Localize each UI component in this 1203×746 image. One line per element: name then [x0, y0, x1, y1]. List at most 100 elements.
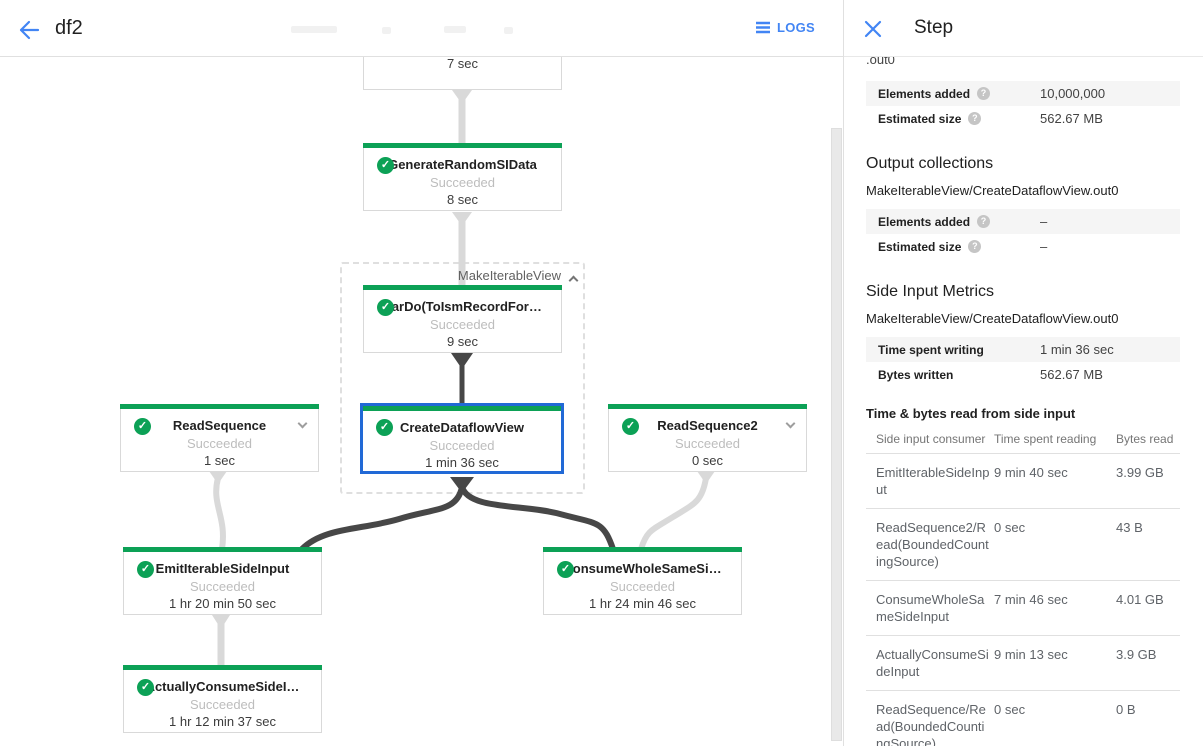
table-header-row: Side input consumer Time spent reading B… [866, 424, 1180, 454]
panel-title: Step [914, 17, 954, 38]
graph-node-emititerablesideinput[interactable]: ✓ EmitIterableSideInput Succeeded 1 hr 2… [123, 547, 322, 615]
side-input-table: Side input consumer Time spent reading B… [866, 424, 1180, 746]
success-check-icon: ✓ [377, 157, 394, 174]
column-header: Time spent reading [994, 424, 1116, 454]
metric-row: Elements added? 10,000,000 [866, 81, 1180, 106]
metric-value: – [1040, 239, 1048, 254]
metric-row: Estimated size? 562.67 MB [878, 111, 1103, 126]
close-icon[interactable] [864, 20, 882, 38]
redacted-text-blur [291, 26, 337, 33]
metric-row: Elements added? – [866, 209, 1180, 234]
help-icon[interactable]: ? [977, 87, 991, 100]
redacted-text-blur [504, 27, 513, 34]
node-status-bar [608, 404, 807, 409]
back-arrow-icon[interactable] [18, 19, 40, 41]
node-time: 1 min 36 sec [425, 455, 499, 470]
node-status: Succeeded [429, 438, 495, 453]
node-time: 8 sec [446, 192, 479, 207]
table-row: ActuallyConsumeSideInput 9 min 13 sec 3.… [866, 635, 1180, 691]
node-time: 1 hr 24 min 46 sec [589, 596, 696, 611]
graph-node-actuallyconsumesideinput[interactable]: ✓ ActuallyConsumeSideI… Succeeded 1 hr 1… [123, 665, 322, 733]
help-icon[interactable]: ? [968, 240, 982, 253]
panel-header: Step [844, 0, 1203, 57]
side-input-metrics-rows: Time spent writing 1 min 36 sec Bytes wr… [866, 337, 1180, 387]
logs-list-icon [755, 21, 770, 34]
help-icon[interactable]: ? [968, 112, 982, 125]
node-status-bar [363, 143, 562, 148]
node-status: Succeeded [429, 175, 496, 190]
metric-row: Bytes written 562.67 MB [878, 367, 1103, 382]
redacted-text-blur [444, 26, 466, 33]
node-title: CreateDataflowView [399, 420, 525, 435]
node-status-bar [120, 404, 319, 409]
node-title: ParDo(ToIsmRecordFor… [383, 299, 542, 314]
input-metrics-rows: Elements added? 10,000,000 Estimated siz… [866, 81, 1180, 131]
node-time: 9 sec [446, 334, 479, 349]
metric-value: 562.67 MB [1040, 367, 1103, 382]
column-header: Bytes read [1116, 424, 1180, 454]
step-details-panel: Step .out0 Elements added? 10,000,000 Es… [843, 0, 1203, 746]
node-status: Succeeded [189, 579, 256, 594]
side-input-table-heading: Time & bytes read from side input [866, 406, 1076, 421]
metric-value: 1 min 36 sec [1040, 342, 1114, 357]
node-title: GenerateRandomSIData [388, 157, 537, 172]
graph-node-generaterandomsidata[interactable]: ✓ GenerateRandomSIData Succeeded 8 sec [363, 143, 562, 211]
success-check-icon: ✓ [137, 561, 154, 578]
metric-value: – [1040, 214, 1048, 229]
table-row: ReadSequence/Read(BoundedCountingSource)… [866, 690, 1180, 746]
node-status-bar [123, 547, 322, 552]
node-status: Succeeded [429, 317, 496, 332]
graph-node-consumewholesamesideinput[interactable]: ✓ ConsumeWholeSameSi… Succeeded 1 hr 24 … [543, 547, 742, 615]
node-time: 1 hr 12 min 37 sec [169, 714, 276, 729]
node-status: Succeeded [189, 697, 256, 712]
toolbar: df2 LOGS [0, 0, 843, 57]
metric-row: Estimated size? – [878, 239, 1048, 254]
node-title: EmitIterableSideInput [155, 561, 290, 576]
clipped-collection-text: .out0 [866, 57, 895, 67]
table-row: EmitIterableSideInput 9 min 40 sec 3.99 … [866, 453, 1180, 509]
success-check-icon: ✓ [376, 419, 393, 436]
success-check-icon: ✓ [557, 561, 574, 578]
node-status-bar [123, 665, 322, 670]
node-title: ReadSequence [172, 418, 267, 433]
job-title: df2 [55, 17, 83, 39]
node-status-bar [363, 406, 561, 411]
node-title: ConsumeWholeSameSi… [563, 561, 722, 576]
success-check-icon: ✓ [377, 299, 394, 316]
collection-name: MakeIterableView/CreateDataflowView.out0 [866, 311, 1119, 326]
node-status-bar [543, 547, 742, 552]
collection-name: MakeIterableView/CreateDataflowView.out0 [866, 183, 1119, 198]
metric-value: 562.67 MB [1040, 111, 1103, 126]
redacted-text-blur [382, 27, 391, 34]
success-check-icon: ✓ [134, 418, 151, 435]
table-row: ConsumeWholeSameSideInput 7 min 46 sec 4… [866, 580, 1180, 636]
success-check-icon: ✓ [622, 418, 639, 435]
node-status: Succeeded [674, 436, 741, 451]
node-title: ActuallyConsumeSideI… [145, 679, 300, 694]
graph-node-readsequence[interactable]: ✓ ReadSequence Succeeded 1 sec [120, 404, 319, 472]
node-status-bar [363, 285, 562, 290]
output-collections-heading: Output collections [866, 155, 994, 172]
graph-node-createdataflowview-selected[interactable]: ✓ CreateDataflowView Succeeded 1 min 36 … [360, 403, 564, 474]
table-row: ReadSequence2/Read(BoundedCountingSource… [866, 508, 1180, 581]
column-header: Side input consumer [866, 424, 994, 454]
node-time: 7 sec [446, 56, 479, 71]
logs-button[interactable]: LOGS [755, 20, 815, 35]
output-metrics-rows: Elements added? – Estimated size? – [866, 209, 1180, 259]
node-status: Succeeded [186, 436, 253, 451]
help-icon[interactable]: ? [977, 215, 991, 228]
graph-scrollbar[interactable] [831, 128, 842, 741]
graph-node-pardo-toismrecord[interactable]: ✓ ParDo(ToIsmRecordFor… Succeeded 9 sec [363, 285, 562, 353]
job-graph-canvas[interactable]: MakeIterableView ✓ Succeeded 7 sec ✓ Gen… [0, 0, 843, 746]
success-check-icon: ✓ [137, 679, 154, 696]
node-time: 0 sec [691, 453, 724, 468]
graph-node-readsequence2[interactable]: ✓ ReadSequence2 Succeeded 0 sec [608, 404, 807, 472]
node-time: 1 sec [203, 453, 236, 468]
side-input-metrics-heading: Side Input Metrics [866, 283, 995, 300]
node-title: ReadSequence2 [657, 418, 758, 433]
metric-value: 10,000,000 [1040, 86, 1106, 101]
node-status: Succeeded [609, 579, 676, 594]
group-label-makeiterableview[interactable]: MakeIterableView [340, 268, 579, 286]
metric-row: Time spent writing 1 min 36 sec [866, 337, 1180, 362]
